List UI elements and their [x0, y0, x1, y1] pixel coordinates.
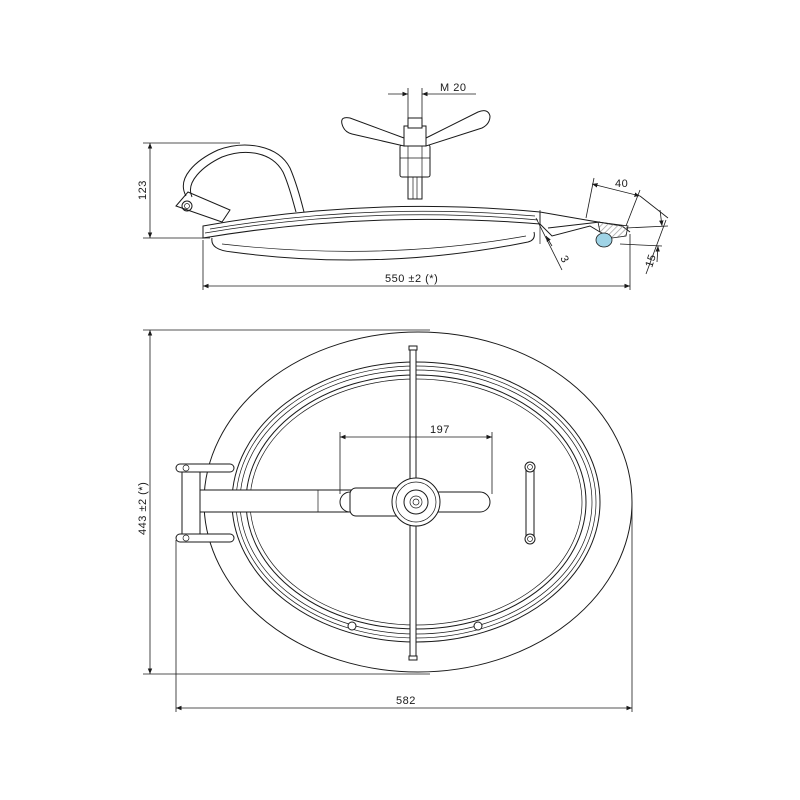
grab-handle: [524, 461, 536, 545]
thread-size-label: M 20: [440, 82, 466, 94]
lid-stud-left: [347, 621, 357, 631]
hinge-pin: [181, 200, 193, 212]
nut-top: [403, 125, 427, 147]
lid-stud-right: [473, 621, 483, 631]
hinge-arm: [175, 144, 305, 223]
frame-rim: [539, 210, 631, 248]
dim-top-height: 443 ±2 (*): [137, 329, 430, 675]
wing-nut-assembly: [341, 110, 491, 200]
dim-thickness: 3: [535, 217, 571, 271]
top-view: 197 443 ±2 (*) 582: [137, 329, 633, 712]
bolt-shank: [407, 174, 423, 200]
dim-side-width: 550 ±2 (*): [202, 234, 631, 290]
rim-height-label: 15: [643, 253, 659, 269]
wing-handles-top: [339, 477, 491, 527]
right-wing: [425, 110, 491, 147]
left-wing: [341, 117, 405, 147]
lid-profile: [202, 205, 541, 261]
hinge-top-view: [175, 463, 361, 543]
hinge-arm-top: [199, 489, 361, 513]
grab-handle-bar: [525, 462, 535, 544]
dim-rim-height: 15: [619, 209, 669, 275]
dim-thread: M 20: [388, 82, 476, 118]
dim-rim-width: 40: [585, 177, 669, 227]
hinge-lug-upper: [175, 463, 235, 473]
top-width-label: 582: [396, 695, 416, 707]
hinge-lug-lower: [175, 533, 235, 543]
rim-width-label: 40: [615, 178, 628, 190]
nut-body: [399, 144, 431, 178]
hinge-plate: [181, 469, 201, 543]
thickness-label: 3: [557, 254, 571, 265]
side-width-label: 550 ±2 (*): [385, 273, 438, 285]
side-view: M 20 123 550 ±2 (*) 40 3: [137, 82, 669, 290]
side-height-label: 123: [137, 180, 149, 200]
gasket-seal: [595, 232, 613, 248]
center-nut: [403, 489, 429, 515]
thread-end: [407, 117, 423, 129]
dim-side-height: 123: [137, 142, 240, 239]
top-height-label: 443 ±2 (*): [137, 482, 149, 535]
dim-top-width: 582: [175, 502, 633, 712]
handle-span-label: 197: [430, 424, 450, 436]
dim-handle-span: 197: [339, 424, 493, 494]
